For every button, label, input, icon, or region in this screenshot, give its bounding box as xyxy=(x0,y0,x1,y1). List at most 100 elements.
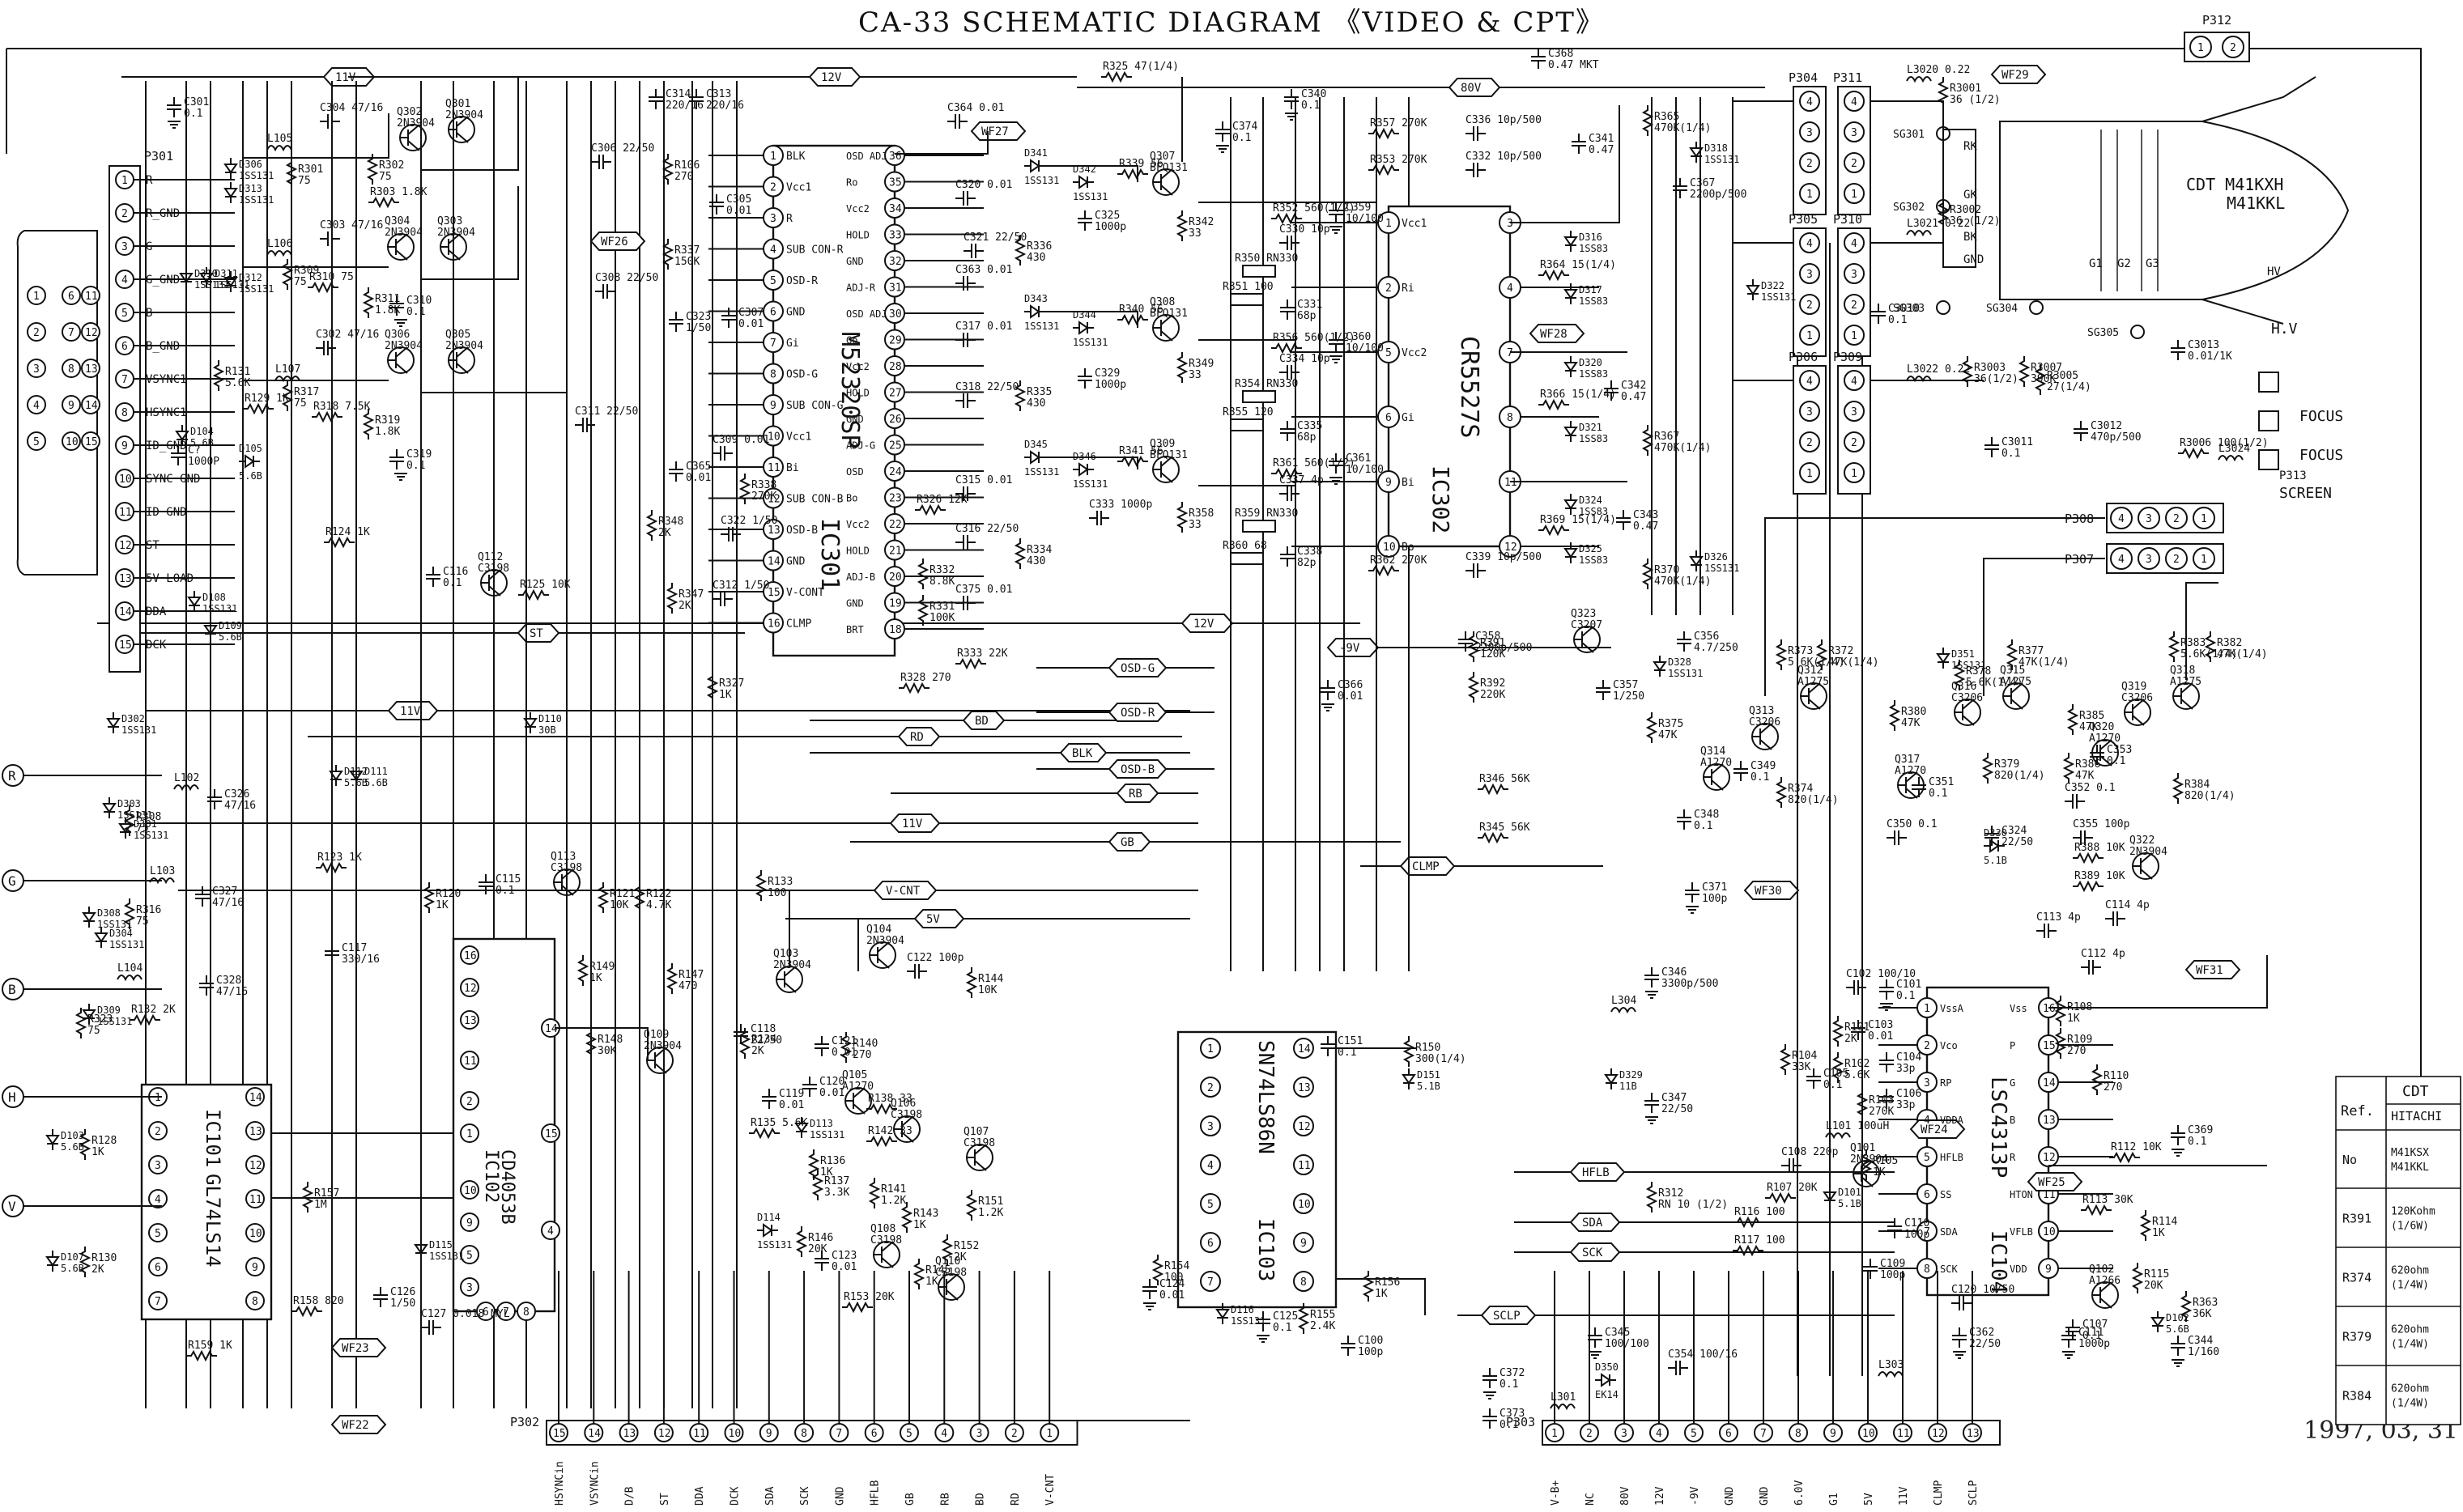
diode-d312 xyxy=(223,271,238,292)
capacitor-c322 xyxy=(721,527,741,542)
resistor-label: R310 75 xyxy=(309,271,354,283)
ground-symbol xyxy=(1329,477,1342,485)
resistor-r112 xyxy=(2109,1151,2140,1164)
capacitor-c309 xyxy=(713,446,733,461)
resistor-ref: R3002 xyxy=(1950,204,1981,216)
diode-ref: D325 xyxy=(1579,543,1602,554)
pin-number: 1 xyxy=(155,1092,161,1104)
resistor-ref: R120 xyxy=(436,888,461,900)
resistor-ref: R149 xyxy=(589,961,615,973)
resistor-value: 100K xyxy=(929,612,955,624)
pin xyxy=(1799,121,1820,142)
pin-number: 11 xyxy=(693,1428,706,1440)
capacitor-ref: C360 xyxy=(1346,331,1371,343)
resistor-ref: R110 xyxy=(2104,1070,2129,1082)
capacitor-value: 0.1 xyxy=(1232,132,1251,144)
connector-pin-name: NC xyxy=(1585,1493,1597,1506)
resistor-ref: R140 xyxy=(853,1038,878,1050)
diode-value: 1SS131 xyxy=(239,283,274,295)
inductor-l3024 xyxy=(2218,455,2244,462)
diode-d112 xyxy=(329,765,343,786)
waveform-label: WF30 xyxy=(1755,885,1782,898)
ground-symbol xyxy=(1645,991,1658,999)
capacitor-ref: C314 xyxy=(666,88,691,100)
pin-number: 10 xyxy=(1298,1199,1311,1211)
crt-hv-label: H.V xyxy=(2271,321,2298,338)
capacitor-value: 2200p/500 xyxy=(1475,642,1532,654)
resistor-r106 xyxy=(661,154,674,185)
table-cell-ref: No xyxy=(2342,1153,2357,1167)
connector-pin-name: B xyxy=(146,307,152,320)
capacitor-value: 1/160 xyxy=(2188,1346,2219,1358)
pin xyxy=(81,286,100,305)
pin-number: 33 xyxy=(889,230,902,242)
crt-pin-label: RK xyxy=(1963,140,1977,153)
resistor-r316 xyxy=(123,898,136,929)
pin-number: 11 xyxy=(85,291,98,303)
capacitor-label: C304 47/16 xyxy=(320,102,383,114)
capacitor-c354 xyxy=(1668,1361,1688,1375)
capacitor-c326 xyxy=(207,789,222,809)
pin-number: 28 xyxy=(889,361,902,373)
waveform-tag xyxy=(970,121,1027,141)
pin-number: 8 xyxy=(1300,1276,1307,1289)
capacitor-value: 0.1 xyxy=(406,460,425,472)
resistor-r130 xyxy=(79,1247,91,1277)
pin xyxy=(2222,36,2244,58)
capacitor-c3010 xyxy=(1871,304,1886,324)
capacitor-value: 100p xyxy=(1880,1269,1905,1281)
pin-number: 2 xyxy=(1586,1428,1593,1440)
resistor-r364 xyxy=(1538,269,1569,282)
ic301-pin-name: GND xyxy=(846,598,864,609)
resistor-value: 1K xyxy=(820,1166,833,1179)
pin xyxy=(245,1257,265,1276)
resistor-r146 xyxy=(795,1226,808,1257)
pin xyxy=(1200,1077,1221,1098)
resistor-r114 xyxy=(2139,1210,2152,1241)
pin xyxy=(1844,294,1865,315)
capacitor-c114 xyxy=(2105,911,2125,926)
table-cell-value: M41KSX xyxy=(2391,1147,2429,1159)
resistor-ref: R386 xyxy=(2075,758,2100,771)
capacitor-ref: C3011 xyxy=(2001,436,2033,448)
resistor-label: R124 1K xyxy=(325,526,370,538)
resistor-value: 36K xyxy=(2193,1308,2212,1320)
transistor-body xyxy=(2092,1281,2112,1309)
capacitor-c366 xyxy=(1321,680,1335,700)
pin-number: 4 xyxy=(1851,96,1857,108)
capacitor-ref: C328 xyxy=(216,975,241,987)
resistor-value: 2K xyxy=(1844,1033,1857,1045)
resistor-value: 5.6K(1/4) xyxy=(1788,656,1844,669)
pin xyxy=(460,1213,479,1232)
ic104-pin-name: VssA xyxy=(1940,1003,1964,1014)
capacitor-c343 xyxy=(1616,510,1631,530)
diode-value: 5.6B xyxy=(344,777,368,788)
resistor-r153 xyxy=(842,1301,873,1314)
ic301-pin-name: BLK xyxy=(786,151,806,163)
connector-pin-name: R xyxy=(146,174,153,187)
crt-pin-label: G2 xyxy=(2117,257,2131,270)
capacitor-ref: C361 xyxy=(1346,452,1371,465)
ic301-pin-name: OSD-R xyxy=(786,275,818,287)
resistor-ref: R115 xyxy=(2144,1268,2169,1281)
capacitor-label: C315 0.01 xyxy=(955,474,1012,486)
transistor-body xyxy=(1704,763,1724,791)
pin-number: 14 xyxy=(2043,1077,2056,1089)
capacitor-c345 xyxy=(1588,1327,1602,1348)
table-subheader: HITACHI xyxy=(2391,1109,2442,1123)
capacitor-ref: C313 xyxy=(706,88,731,100)
pin-number: 4 xyxy=(1851,376,1857,388)
resistor-ref: R317 xyxy=(294,386,319,398)
transistor-body xyxy=(2133,852,2153,880)
transistor-part: 2N3904 xyxy=(445,109,483,121)
ground-symbol xyxy=(2062,1351,2075,1359)
diode-value: 1SS131 xyxy=(429,1251,464,1262)
pin xyxy=(1799,232,1820,253)
connector-pin-name: SCLP xyxy=(1967,1480,1980,1506)
transistor-part: C3198 xyxy=(891,1109,922,1121)
capacitor-c374 xyxy=(1215,121,1230,142)
resistor-r124 xyxy=(324,536,355,549)
capacitor-c306 xyxy=(591,155,611,169)
pin-number: 9 xyxy=(1385,477,1392,489)
pin-number: 1 xyxy=(1385,218,1392,230)
